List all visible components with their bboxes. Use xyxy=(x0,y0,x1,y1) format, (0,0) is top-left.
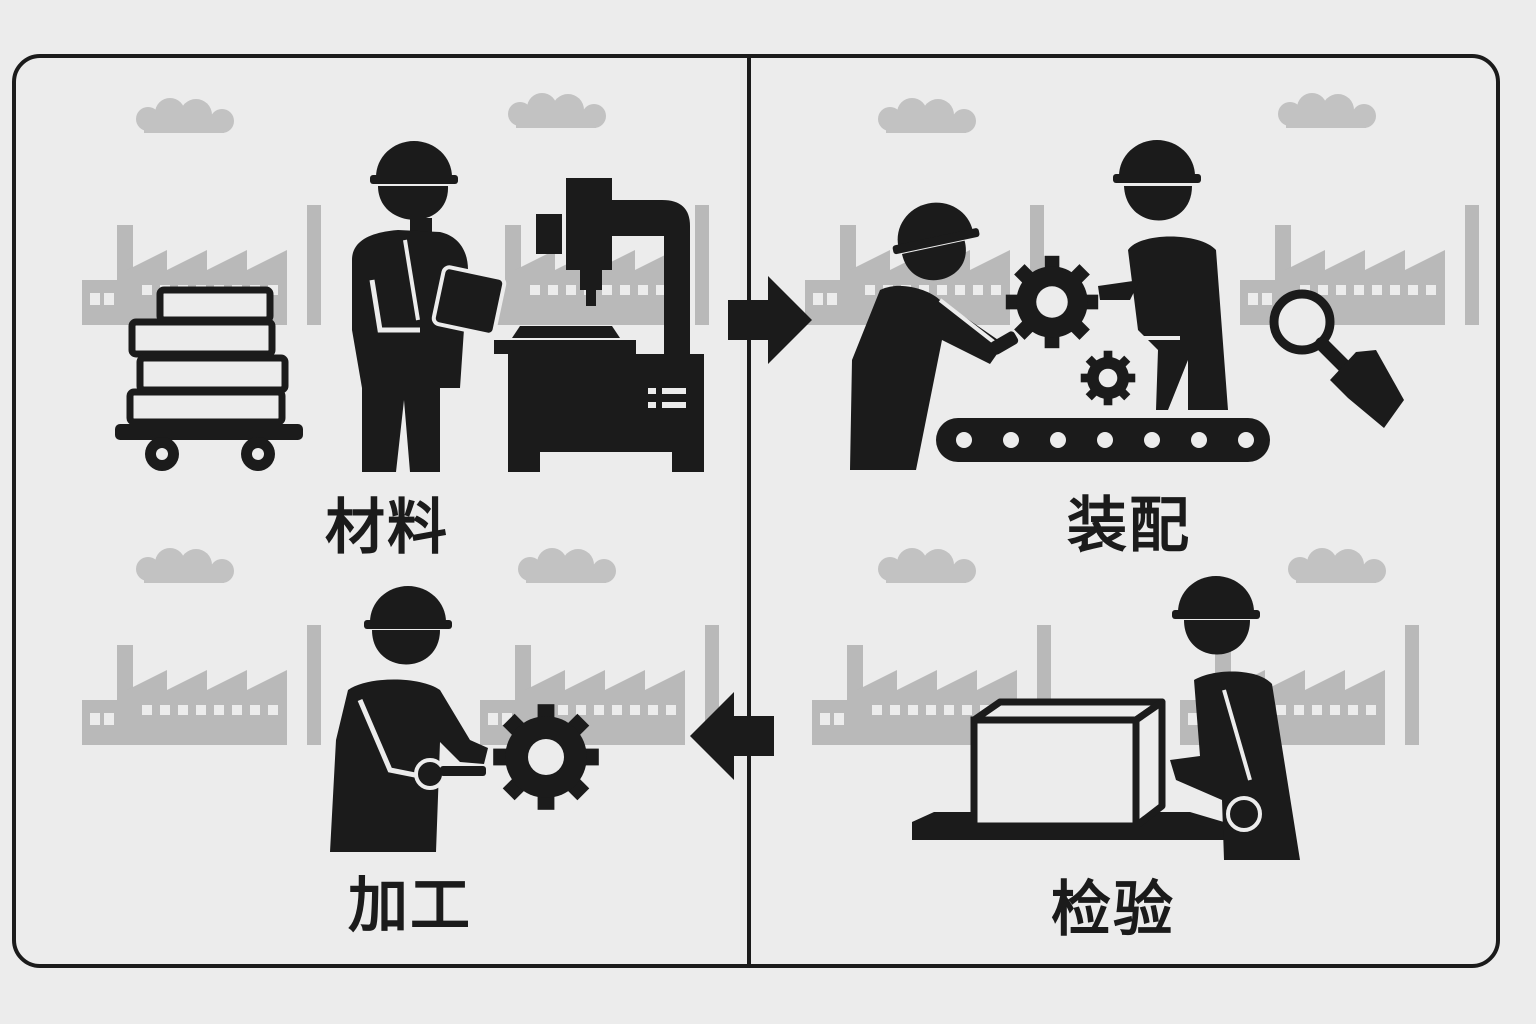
assembly-workers-icon xyxy=(850,140,1270,470)
material-cart-icon xyxy=(115,286,303,471)
stage-label-assembly: 装配 xyxy=(1067,491,1191,561)
worker-inspecting-box-icon xyxy=(912,576,1300,860)
factory-background xyxy=(82,93,1479,745)
stage-label-inspection: 检验 xyxy=(1051,875,1175,945)
arrow-left-icon xyxy=(690,692,774,780)
magnifier-hand-icon xyxy=(1269,289,1404,428)
stage-label-processing: 加工 xyxy=(348,871,472,941)
cnc-machine-icon xyxy=(494,178,704,472)
worker-with-gear-icon xyxy=(330,586,599,852)
arrow-right-icon xyxy=(728,276,812,364)
outer-frame xyxy=(12,54,1500,968)
worker-with-clipboard-icon xyxy=(352,141,507,472)
stage-label-material: 材料 xyxy=(325,493,449,563)
